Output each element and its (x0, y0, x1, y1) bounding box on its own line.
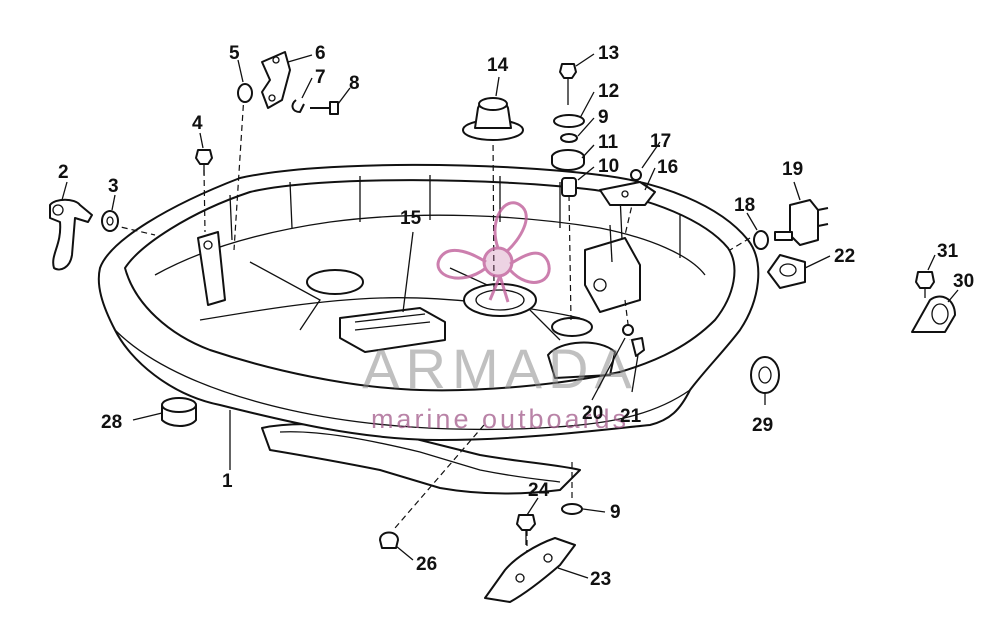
part-14-grommet (462, 97, 524, 141)
callout-numbers: 1 2 3 4 5 6 7 8 9 9 10 11 12 13 14 15 16… (58, 43, 974, 590)
callout-17: 17 (650, 131, 671, 152)
leader-lines (61, 53, 959, 579)
part-18-washer (753, 230, 769, 250)
callout-6: 6 (315, 43, 326, 64)
callout-4: 4 (192, 113, 203, 134)
callout-9-bottom: 9 (610, 502, 621, 523)
part-29-grommet (750, 356, 780, 394)
callout-11: 11 (598, 132, 619, 153)
armada-watermark: ARMADA marine outboards (362, 201, 638, 434)
callout-14: 14 (487, 55, 509, 76)
callout-23: 23 (590, 569, 611, 590)
part-5-washer (237, 83, 253, 103)
part-9-washer-bottom (561, 503, 583, 515)
part-21-screw (631, 337, 645, 357)
part-13-bolt (559, 63, 577, 105)
part-30-clamp (911, 295, 956, 333)
propeller-logo-icon (436, 201, 551, 303)
callout-30: 30 (953, 271, 974, 292)
part-23-bracket (484, 537, 576, 603)
callout-3: 3 (108, 176, 119, 197)
part-10-spacer (561, 177, 577, 197)
callout-10: 10 (598, 156, 619, 177)
callout-8: 8 (349, 73, 360, 94)
callout-22: 22 (834, 246, 855, 267)
callout-24: 24 (528, 480, 550, 501)
part-11-bushing (551, 149, 585, 171)
callout-13: 13 (598, 43, 619, 64)
callout-28: 28 (101, 412, 122, 433)
part-16-plate (599, 181, 656, 206)
callout-31: 31 (937, 241, 959, 262)
callout-5: 5 (229, 43, 240, 64)
callout-16: 16 (657, 157, 678, 178)
callout-12: 12 (598, 81, 619, 102)
part-9-washer-top (560, 133, 578, 143)
callout-20: 20 (582, 403, 603, 424)
part-19-bracket (774, 199, 829, 246)
callout-1: 1 (222, 471, 233, 492)
part-26-plug (379, 531, 399, 549)
part-28-grommet (161, 397, 197, 427)
callout-26: 26 (416, 554, 437, 575)
part-6-latch-hook (261, 51, 291, 109)
part-12-washer (553, 114, 585, 128)
watermark-tagline: marine outboards (371, 404, 629, 434)
part-8-screw (310, 101, 339, 115)
part-7-clip (291, 99, 305, 113)
callout-19: 19 (782, 159, 803, 180)
part-31-bolt (915, 271, 935, 298)
callout-15: 15 (400, 208, 422, 229)
part-2-lever (49, 198, 93, 271)
callout-2: 2 (58, 162, 69, 183)
part-20-nut (622, 324, 634, 336)
callout-29: 29 (752, 415, 773, 436)
part-3-washer (101, 210, 119, 232)
tray-internal-features (197, 224, 641, 379)
watermark-brand: ARMADA (362, 337, 638, 400)
part-22-grommet (767, 254, 806, 289)
callout-9-top: 9 (598, 107, 609, 128)
part-4-bolt (195, 149, 213, 175)
part-24-bolt (516, 514, 536, 545)
callout-18: 18 (734, 195, 755, 216)
callout-7: 7 (315, 67, 326, 88)
callout-21: 21 (620, 406, 642, 427)
